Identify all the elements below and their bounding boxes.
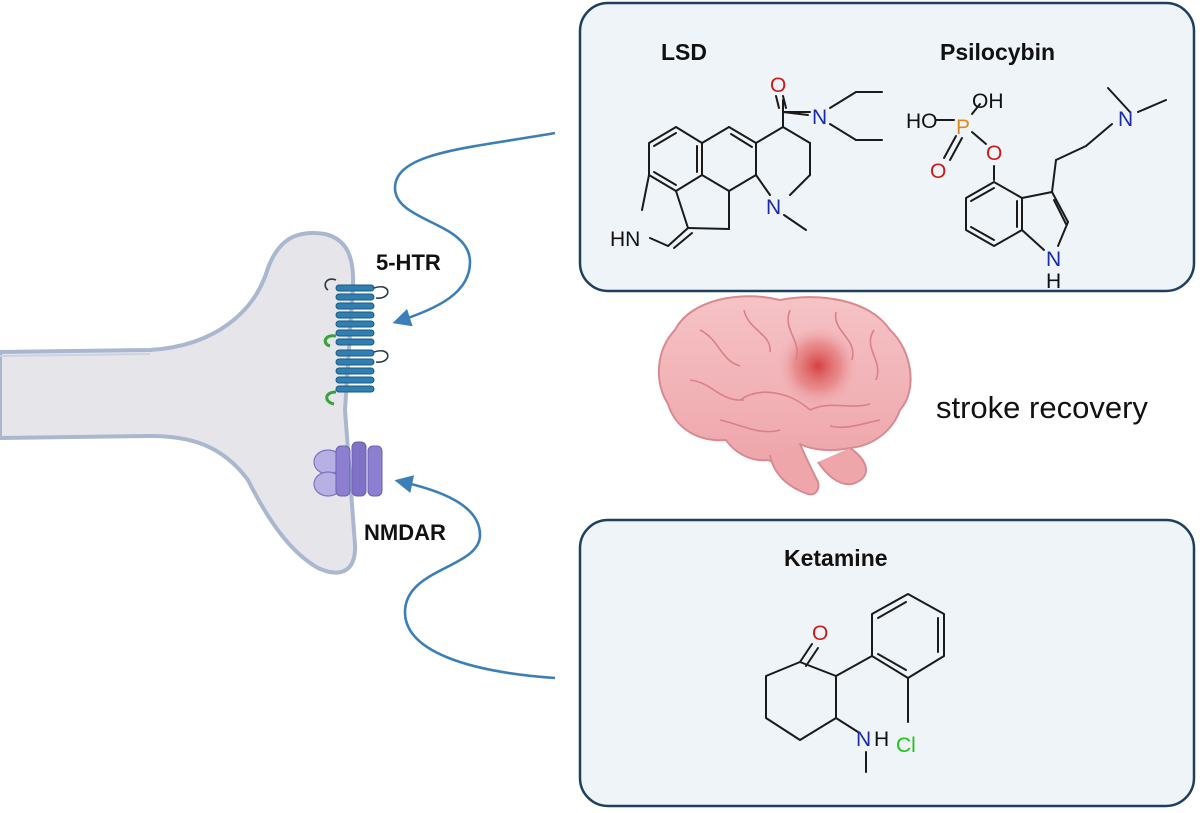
label-nmdar: NMDAR xyxy=(364,520,446,545)
atom-n-amine-psilocybin: N xyxy=(1118,108,1133,131)
dendritic-spine-icon xyxy=(0,230,358,575)
atom-hn-lsd: HN xyxy=(610,228,640,251)
brain-icon xyxy=(657,295,912,496)
atom-h-indole-psilocybin: H xyxy=(1046,270,1061,293)
atom-cl-ketamine: Cl xyxy=(896,734,916,757)
atom-o-ester-psilocybin: O xyxy=(986,142,1002,165)
drug-name-ketamine: Ketamine xyxy=(784,545,888,571)
atom-n-methyl-lsd: N xyxy=(766,196,781,219)
atom-p-psilocybin: P xyxy=(956,116,970,139)
structure-psilocybin: HO OH P O O N N H xyxy=(906,87,1167,293)
atom-n-indole-psilocybin: N xyxy=(1046,248,1061,271)
ion-channel-icon xyxy=(313,441,383,497)
gpcr-receptor-icon xyxy=(323,278,389,406)
arrow-to-5htr xyxy=(392,131,556,327)
drug-name-lsd: LSD xyxy=(661,39,707,65)
atom-ho-psilocybin: HO xyxy=(906,110,938,133)
atom-o-double-psilocybin: O xyxy=(930,160,946,183)
atom-n-ketamine: N xyxy=(856,728,871,751)
atom-o-ketamine: O xyxy=(812,622,828,645)
label-5htr: 5-HTR xyxy=(376,250,441,275)
atom-h-ketamine: H xyxy=(874,728,889,751)
arrow-to-nmdar xyxy=(394,475,556,680)
atom-o-lsd: O xyxy=(770,74,786,97)
structure-ketamine: O Cl N H xyxy=(765,593,945,773)
atom-oh-psilocybin: OH xyxy=(972,90,1004,113)
panel-serotonergic xyxy=(578,1,1196,293)
structure-lsd: O N N HN xyxy=(610,74,883,251)
atom-n-amide-lsd: N xyxy=(812,106,827,129)
drug-name-psilocybin: Psilocybin xyxy=(940,39,1055,65)
panel-nmda-antagonist xyxy=(578,518,1196,808)
outcome-label: stroke recovery xyxy=(936,390,1148,425)
